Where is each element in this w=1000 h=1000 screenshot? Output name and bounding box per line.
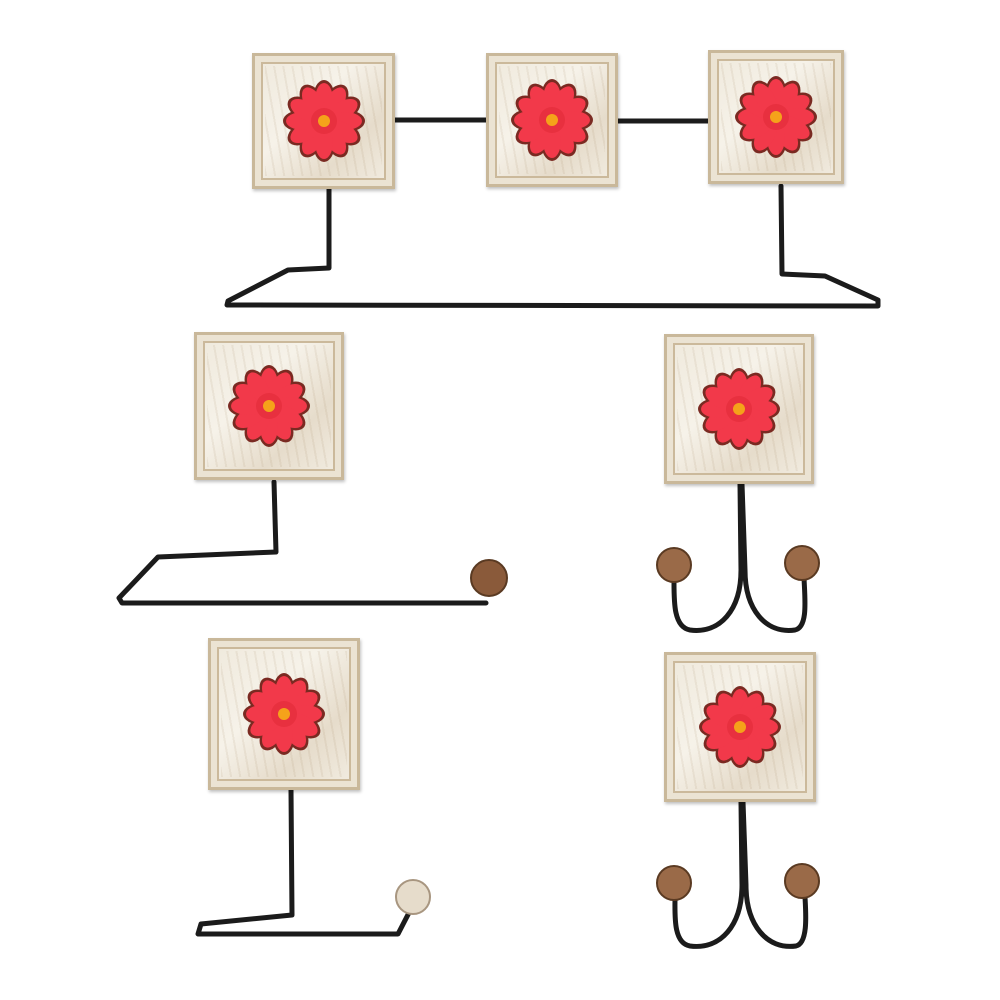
wooden-plate [708, 50, 844, 184]
knob-icon [470, 559, 508, 597]
double-hook-lower-arms [672, 799, 809, 949]
towel-rail-bar [224, 183, 881, 309]
flower-icon [735, 76, 817, 158]
wooden-plate [252, 53, 395, 189]
wooden-plate [664, 334, 814, 484]
flower-icon [699, 686, 781, 768]
flower-center [546, 114, 558, 126]
wooden-plate [208, 638, 360, 790]
flower-center [278, 708, 290, 720]
knob-icon [656, 865, 692, 901]
knob-icon [395, 879, 431, 915]
flower-icon [282, 80, 365, 162]
knob-icon [656, 547, 692, 583]
flower-icon [228, 365, 310, 447]
double-hook-upper-arms [671, 481, 808, 633]
flower-center [263, 400, 275, 412]
flower-center [317, 115, 330, 127]
flower-center [734, 721, 746, 733]
knob-group [395, 545, 820, 915]
wooden-plate [194, 332, 344, 480]
flower-icon [511, 79, 593, 161]
knob-icon [784, 863, 820, 899]
flower-icon [243, 673, 325, 755]
wooden-plate [664, 652, 816, 802]
wooden-plate [486, 53, 618, 187]
roll-holder-short-arm [195, 787, 417, 937]
flower-center [733, 403, 745, 415]
towel-rail-connector-rod [389, 117, 715, 124]
flower-center [770, 111, 782, 123]
knob-icon [784, 545, 820, 581]
roll-holder-long-arm [116, 479, 489, 606]
flower-icon [698, 368, 780, 450]
